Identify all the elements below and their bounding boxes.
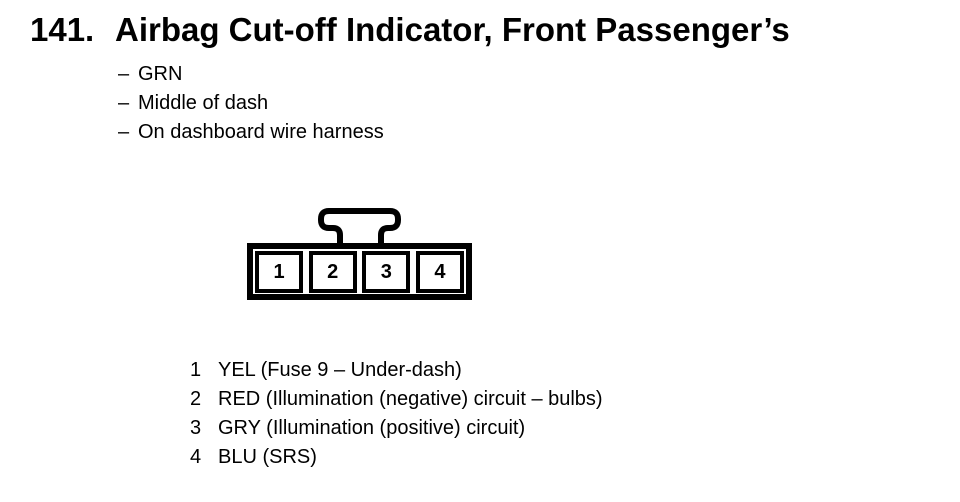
pin-number: 4 bbox=[190, 446, 202, 468]
page-title: 141. Airbag Cut-off Indicator, Front Pas… bbox=[30, 12, 790, 48]
cavity-number: 1 bbox=[273, 261, 285, 283]
pin-description: GRY (Illumination (positive) circuit) bbox=[218, 417, 526, 439]
list-item: – Middle of dash bbox=[118, 89, 384, 118]
pin-description: RED (Illumination (negative) circuit – b… bbox=[218, 388, 603, 410]
cavity-number: 4 bbox=[434, 261, 446, 283]
connector-item-number: 141. bbox=[30, 11, 95, 48]
pin-number: 1 bbox=[190, 359, 202, 381]
attribute-list: – GRN – Middle of dash – On dashboard wi… bbox=[118, 60, 384, 147]
connector-cavity: 1 bbox=[255, 250, 303, 293]
attribute-text: GRN bbox=[138, 63, 183, 85]
pin-row: 3 GRY (Illumination (positive) circuit) bbox=[190, 414, 603, 443]
cavity-number: 2 bbox=[327, 261, 339, 283]
list-item: – GRN bbox=[118, 60, 384, 89]
pin-description: BLU (SRS) bbox=[218, 446, 317, 468]
pin-row: 2 RED (Illumination (negative) circuit –… bbox=[190, 385, 603, 414]
pin-row: 1 YEL (Fuse 9 – Under-dash) bbox=[190, 356, 603, 385]
pin-number: 3 bbox=[190, 417, 202, 439]
pin-number: 2 bbox=[190, 388, 202, 410]
cavity-number: 3 bbox=[380, 261, 392, 283]
list-item: – On dashboard wire harness bbox=[118, 118, 384, 147]
pin-row: 4 BLU (SRS) bbox=[190, 443, 603, 472]
dash-marker: – bbox=[118, 121, 130, 143]
connector-diagram: 1 2 3 4 bbox=[247, 243, 472, 300]
connector-cavity: 3 bbox=[362, 250, 411, 293]
connector-latch bbox=[318, 208, 401, 250]
dash-marker: – bbox=[118, 63, 130, 85]
connector-title: Airbag Cut-off Indicator, Front Passenge… bbox=[115, 11, 790, 48]
pin-legend: 1 YEL (Fuse 9 – Under-dash) 2 RED (Illum… bbox=[190, 356, 603, 472]
attribute-text: On dashboard wire harness bbox=[138, 121, 384, 143]
attribute-text: Middle of dash bbox=[138, 92, 269, 114]
dash-marker: – bbox=[118, 92, 130, 114]
connector-cavity: 2 bbox=[308, 250, 357, 293]
connector-cavity: 4 bbox=[415, 250, 464, 293]
pin-description: YEL (Fuse 9 – Under-dash) bbox=[218, 359, 462, 381]
